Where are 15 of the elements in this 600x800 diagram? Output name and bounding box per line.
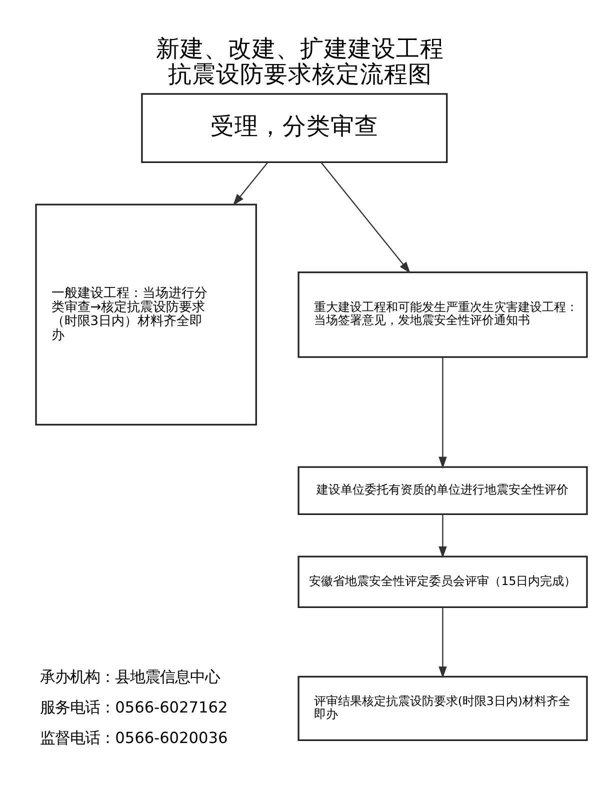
label: 服务电话：0566-6027162 [40,698,228,716]
node-box: 重大建设工程和可能发生严重次生灾害建设工程：当场签署意见，发地震安全性评价通知书 [298,271,588,358]
arrow [438,357,447,469]
label: 承办机构：县地震信息中心 [40,668,220,686]
arrow [438,514,447,558]
diagram-title: 新建、改建、扩建建设工程抗震设防要求核定流程图 [156,34,444,88]
node-box: 一般建设工程：当场进行分类审查→核定抗震设防要求（时限3日内）材料齐全即办 [35,204,257,426]
node-box: 安徽省地震安全性评定委员会评审（15日内完成） [298,556,588,608]
label: 监督电话：0566-6020036 [40,729,228,748]
arrow [232,162,268,206]
node-box: 受理，分类审查 [141,93,448,164]
node-box: 评审结果核定抗震设防要求(时限3日内)材料齐全即办 [298,676,588,742]
arrow [320,162,410,274]
arrow [438,607,447,678]
node-box: 建设单位委托有资质的单位进行地震安全性评价 [298,466,588,516]
